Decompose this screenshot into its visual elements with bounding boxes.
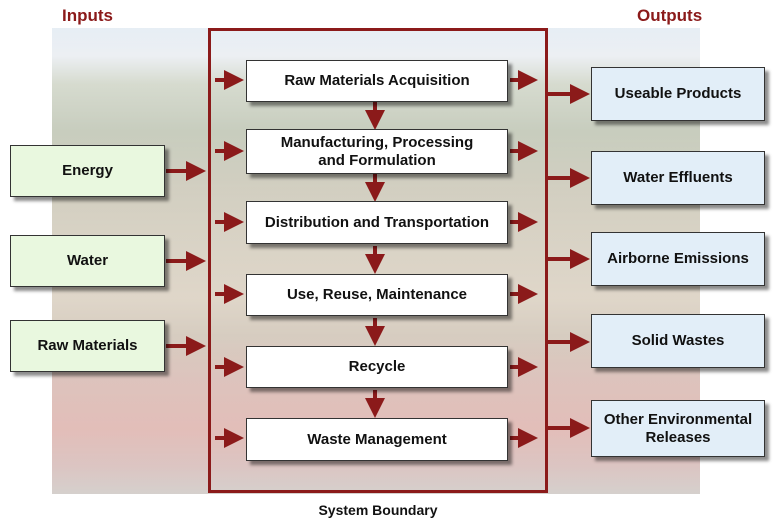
stage-use-reuse: Use, Reuse, Maintenance [246, 274, 508, 316]
stage-recycle: Recycle [246, 346, 508, 388]
inputs-heading: Inputs [62, 6, 113, 25]
system-boundary-label: System Boundary [318, 502, 438, 518]
stage-distribution: Distribution and Transportation [246, 201, 508, 244]
output-solid-wastes: Solid Wastes [591, 314, 765, 368]
output-other-environmental-releases: Other Environmental Releases [591, 400, 765, 457]
input-water: Water [10, 235, 165, 287]
stage-raw-materials-acquisition: Raw Materials Acquisition [246, 60, 508, 102]
input-energy: Energy [10, 145, 165, 197]
system-boundary [208, 28, 548, 493]
outputs-heading: Outputs [637, 6, 703, 25]
output-airborne-emissions: Airborne Emissions [591, 232, 765, 286]
stage-waste-management: Waste Management [246, 418, 508, 461]
output-water-effluents: Water Effluents [591, 151, 765, 205]
input-raw-materials: Raw Materials [10, 320, 165, 372]
output-useable-products: Useable Products [591, 67, 765, 121]
stage-manufacturing: Manufacturing, Processing and Formulatio… [246, 129, 508, 174]
